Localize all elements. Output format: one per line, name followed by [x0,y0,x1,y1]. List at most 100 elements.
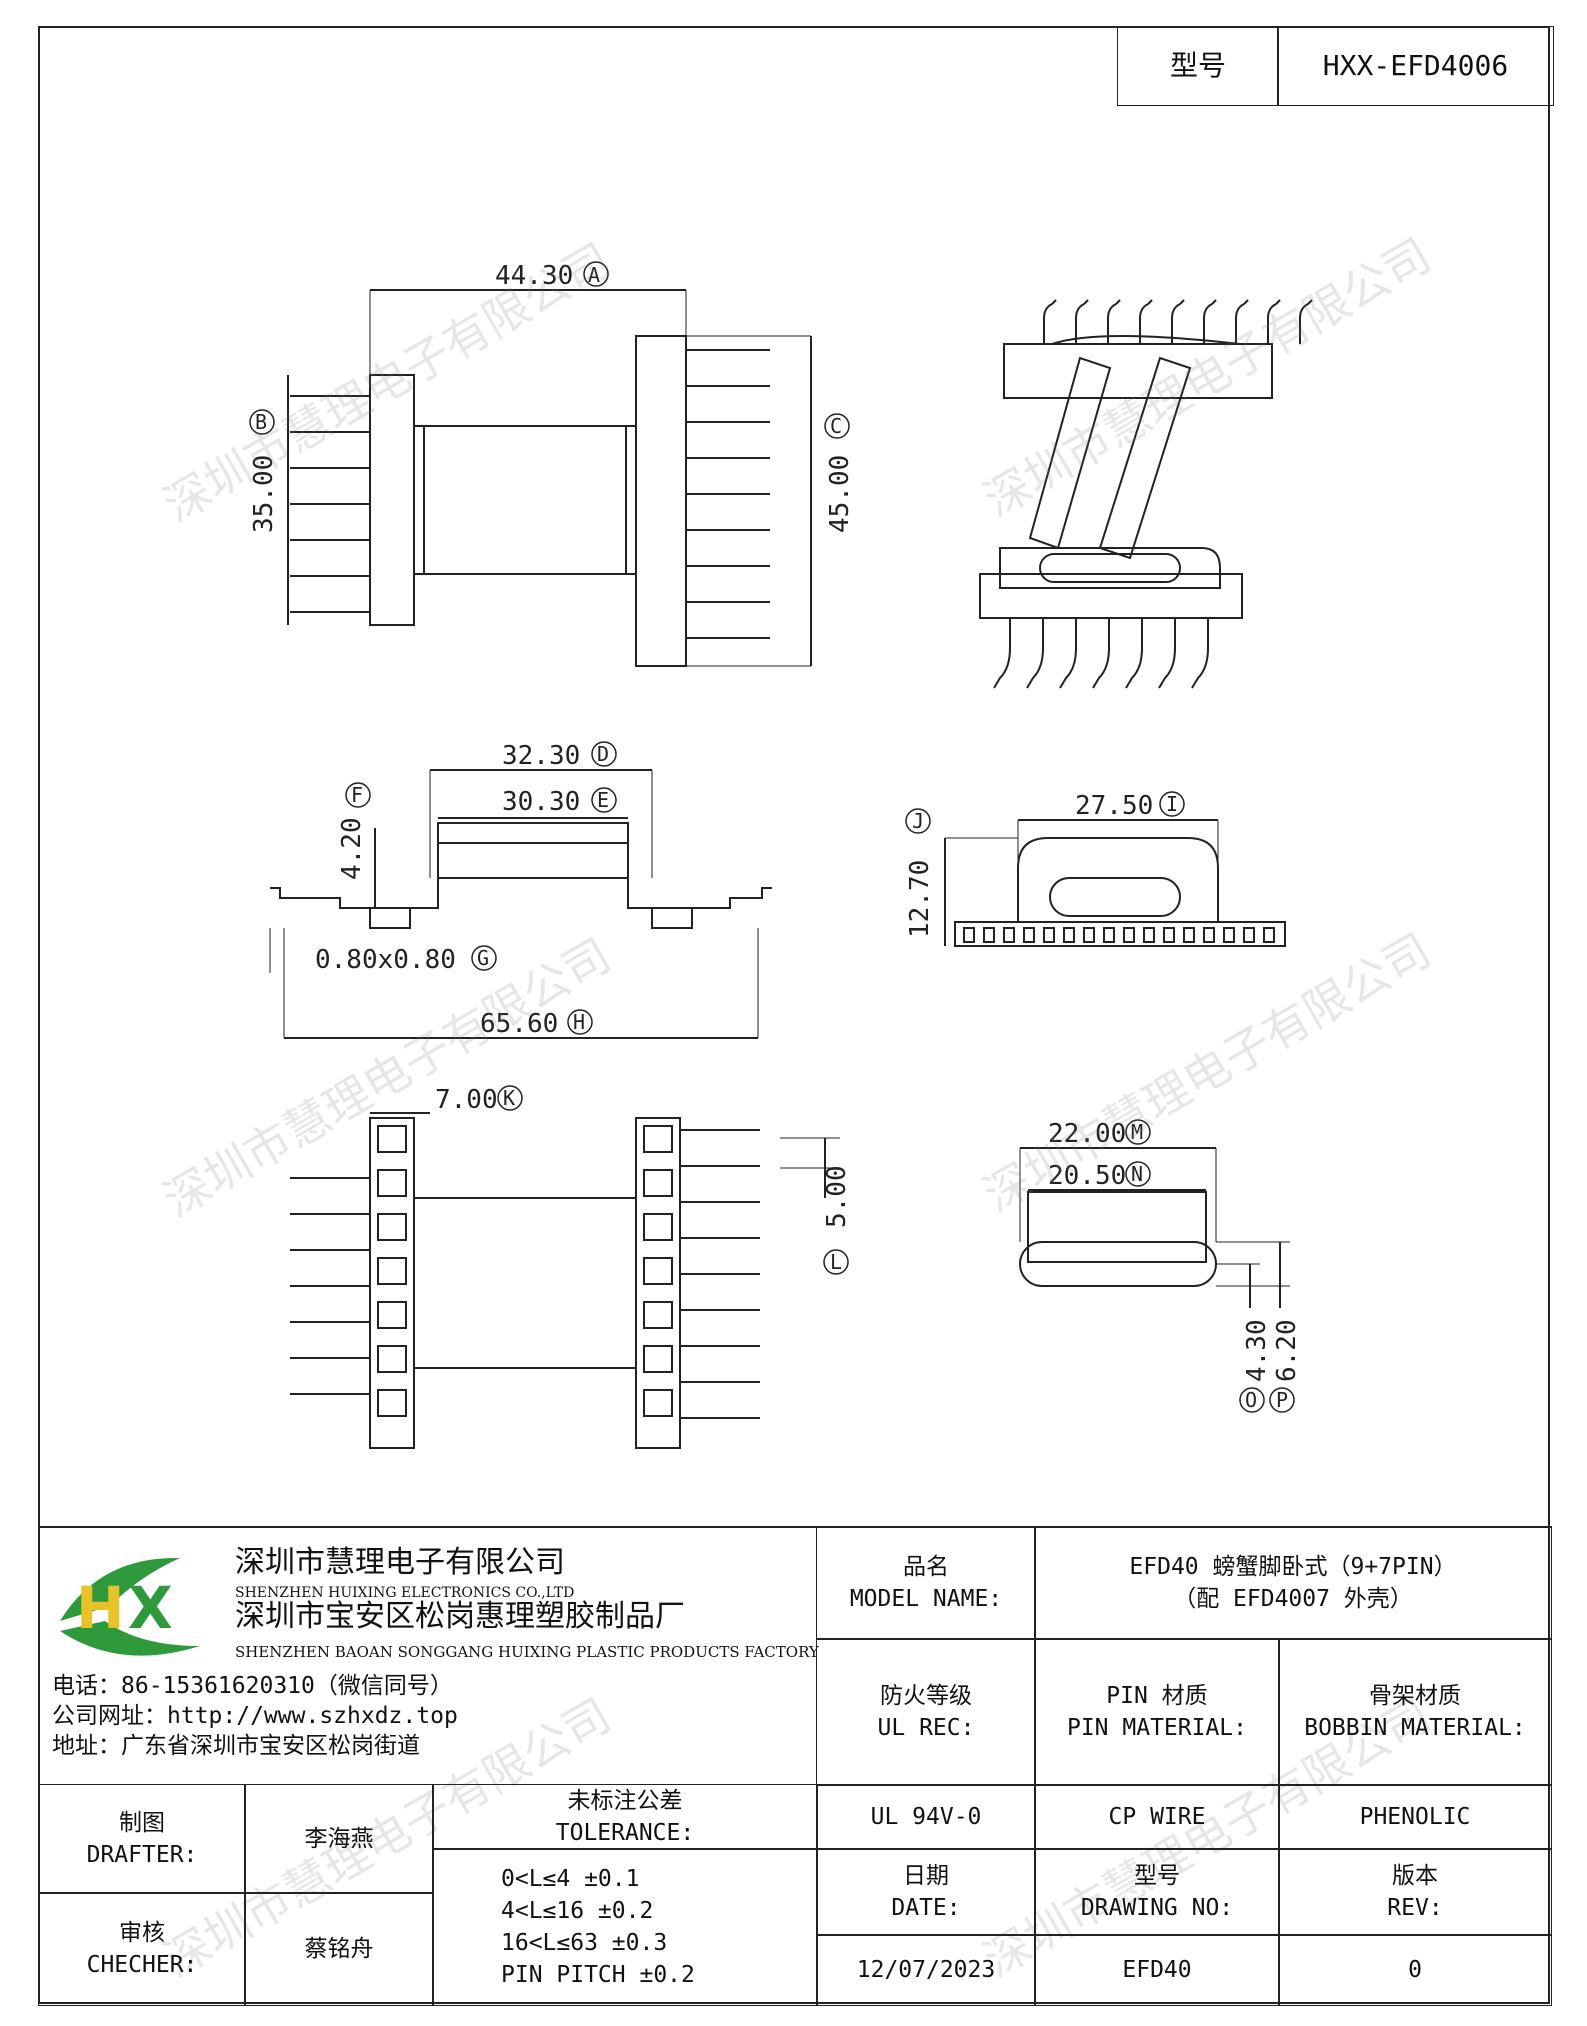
svg-text:F: F [351,783,363,807]
bobbin-cn: 骨架材质 [1369,1683,1461,1709]
date-cn: 日期 [903,1863,949,1889]
model-name-en: MODEL NAME: [849,1586,1003,1612]
drafter-en: DRAFTER: [86,1842,198,1868]
bobbin-en: BOBBIN MATERIAL: [1304,1715,1526,1741]
ul-value-cell: UL 94V-0 [816,1784,1036,1850]
pin-label-cell: PIN 材质 PIN MATERIAL: [1034,1638,1280,1786]
company-website: 公司网址：http://www.szhxdz.top [52,1703,458,1729]
drawing-en: DRAWING NO: [1080,1895,1234,1921]
company-name-cn: 深圳市慧理电子有限公司 [235,1545,565,1580]
svg-text:L: L [830,1250,842,1274]
right-slot [643,1213,673,1241]
end-view-pin [1003,927,1015,943]
left-slot [377,1257,407,1285]
title-block: H X 深圳市慧理电子有限公司 SHENZHEN HUIXING ELECTRO… [38,1526,1552,2006]
iso-top-pin [1235,299,1249,344]
svg-text:I: I [1166,792,1178,816]
end-view: 27.50 I 12.70 J [905,791,1286,947]
rev-cn: 版本 [1392,1863,1438,1889]
rev-value: 0 [1408,1957,1422,1983]
tolerance-line-3: 16<L≤63 ±0.3 [501,1930,668,1956]
iso-bottom-pin [1158,618,1176,689]
dim-p-value: 6.20 [1272,1319,1302,1382]
end-view-pin [1063,927,1075,943]
drawing-cn: 型号 [1134,1863,1180,1889]
iso-bottom-pin [1191,618,1209,689]
checker-name: 蔡铭舟 [304,1936,374,1962]
iso-bottom-pins [993,618,1209,689]
end-view-pin [1023,927,1035,943]
dim-d-value: 32.30 [502,741,580,771]
end-view-pin [1123,927,1135,943]
dim-l-value: 5.00 [822,1165,852,1228]
iso-top-pin [1203,299,1217,344]
right-slot [643,1389,673,1417]
left-slot [377,1345,407,1373]
pin-cn: PIN 材质 [1106,1683,1208,1709]
dim-o-value: 4.30 [1242,1319,1272,1382]
rev-value-cell: 0 [1278,1934,1552,2006]
model-label: 型号 [1169,49,1226,82]
drafter-label-cell: 制图 DRAFTER: [38,1784,246,1894]
svg-text:H: H [573,1010,585,1034]
tolerance-line-2: 4<L≤16 ±0.2 [501,1898,654,1924]
bottom-view: 7.00 K 5.00 L [290,1085,852,1449]
pin-value: CP WIRE [1108,1804,1206,1830]
company-address: 地址：广东省深圳市宝安区松岗街道 [52,1733,420,1759]
svg-text:A: A [588,263,600,287]
svg-text:C: C [830,414,842,438]
tolerance-values-cell: 0<L≤4 ±0.1 4<L≤16 ±0.2 16<L≤63 ±0.3 PIN … [432,1848,818,2006]
date-label-cell: 日期 DATE: [816,1848,1036,1936]
company-name-en: SHENZHEN HUIXING ELECTRONICS CO.,LTD [235,1585,575,1601]
dim-n-value: 20.50 [1048,1161,1126,1191]
model-name-value-1: EFD40 螃蟹脚卧式（9+7PIN） [1129,1554,1457,1580]
model-name-cn: 品名 [903,1554,949,1580]
date-value: 12/07/2023 [856,1957,996,1983]
model-label-cell: 型号 [1117,26,1279,106]
left-slot [377,1389,407,1417]
svg-text:M: M [1131,1120,1143,1144]
tolerance-line-1: 0<L≤4 ±0.1 [501,1866,640,1892]
date-value-cell: 12/07/2023 [816,1934,1036,2006]
bobbin-value: PHENOLIC [1359,1804,1471,1830]
svg-text:O: O [1245,1388,1257,1412]
isometric-view [979,299,1313,689]
end-view-pin [1043,927,1055,943]
side-view: 32.30 D 30.30 E 4.20 F 0.80x0.80 G 65.60 [269,741,772,1039]
svg-text:X: X [128,1574,173,1642]
iso-top-pin [1171,299,1185,344]
tolerance-cn: 未标注公差 [567,1788,683,1814]
right-slot [643,1345,673,1373]
svg-text:D: D [597,742,609,766]
svg-text:N: N [1131,1162,1143,1186]
right-slot [643,1169,673,1197]
ul-en: UL REC: [877,1715,975,1741]
factory-name-cn: 深圳市宝安区松岗惠理塑胶制品厂 [235,1599,685,1634]
end-view-pin [1223,927,1235,943]
checker-name-cell: 蔡铭舟 [244,1892,434,2006]
left-slot [377,1301,407,1329]
top-view: 44.30 A 35.00 B 45.00 C [249,261,855,667]
iso-top-pin [1075,299,1089,344]
iso-bottom-pin [1125,618,1143,689]
iso-top-pin [1299,299,1313,344]
iso-bottom-pin [1059,618,1077,689]
model-name-value-cell: EFD40 螃蟹脚卧式（9+7PIN） （配 EFD4007 外壳） [1034,1526,1552,1640]
factory-name-en: SHENZHEN BAOAN SONGGANG HUIXING PLASTIC … [235,1643,819,1661]
bottom-view-pins [290,1129,760,1419]
left-slot [377,1125,407,1153]
model-name-value-2: （配 EFD4007 外壳） [1173,1586,1413,1612]
left-pins [290,395,370,613]
company-phone: 电话：86-15361620310（微信同号） [52,1673,453,1699]
end-view-pin [983,927,995,943]
svg-text:B: B [255,410,267,434]
drawing-label-cell: 型号 DRAWING NO: [1034,1848,1280,1936]
dim-c-value: 45.00 [825,455,855,533]
dim-a-value: 44.30 [495,261,573,291]
end-view-pin [1103,927,1115,943]
bottom-view-slots [377,1125,673,1417]
pin-value-cell: CP WIRE [1034,1784,1280,1850]
dim-g-value: 0.80x0.80 [315,945,456,975]
dim-f-value: 4.20 [337,817,367,880]
end-view-pin [1083,927,1095,943]
